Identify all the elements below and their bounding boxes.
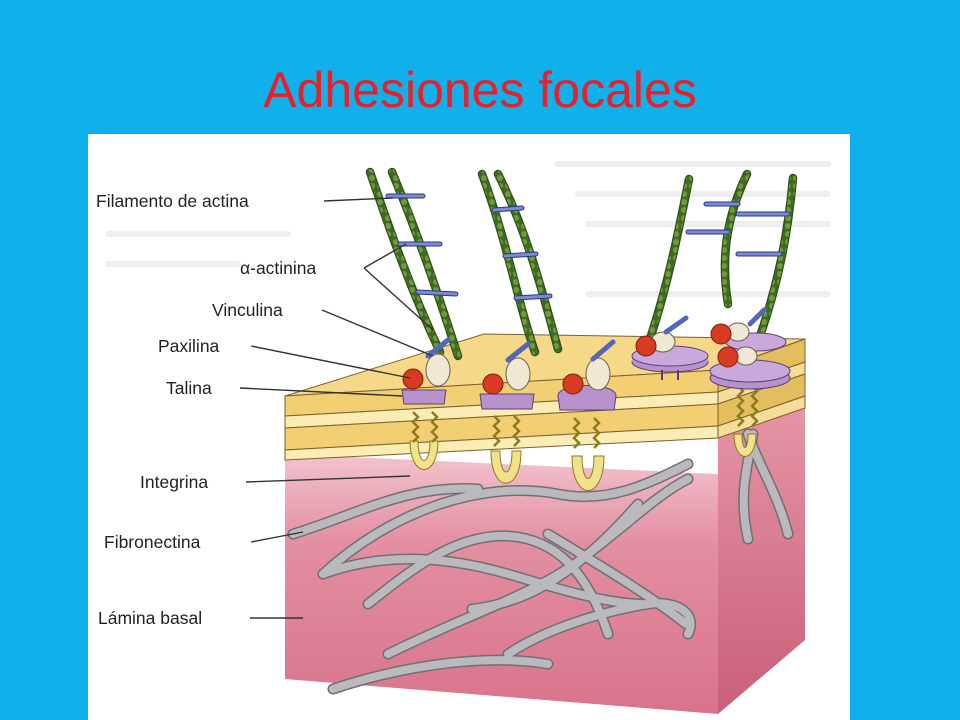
alpha-actinin-rungs bbox=[385, 193, 791, 301]
adhesion-complex-4 bbox=[631, 315, 709, 380]
label-integrin: Integrina bbox=[140, 472, 208, 492]
adhesion-complex-5 bbox=[709, 307, 791, 457]
label-basal-lamina: Lámina basal bbox=[98, 608, 202, 628]
fibronectin-fibers bbox=[287, 428, 794, 695]
focal-adhesion-diagram: Filamento de actina α-actinina Vinculina… bbox=[88, 134, 850, 720]
slide-title: Adhesiones focales bbox=[263, 62, 697, 118]
label-fibronectin: Fibronectina bbox=[104, 532, 201, 552]
label-alpha-actinin: α-actinina bbox=[240, 258, 317, 278]
label-actin-filament: Filamento de actina bbox=[96, 191, 249, 211]
leader-lines bbox=[239, 197, 434, 619]
adhesion-complex-1 bbox=[401, 337, 451, 470]
background-texture bbox=[105, 161, 831, 297]
label-vinculin: Vinculina bbox=[212, 300, 283, 320]
label-paxillin: Paxilina bbox=[158, 336, 220, 356]
adhesion-complex-3 bbox=[557, 339, 617, 491]
adhesion-complex-2 bbox=[479, 341, 535, 484]
label-talin: Talina bbox=[166, 378, 212, 398]
